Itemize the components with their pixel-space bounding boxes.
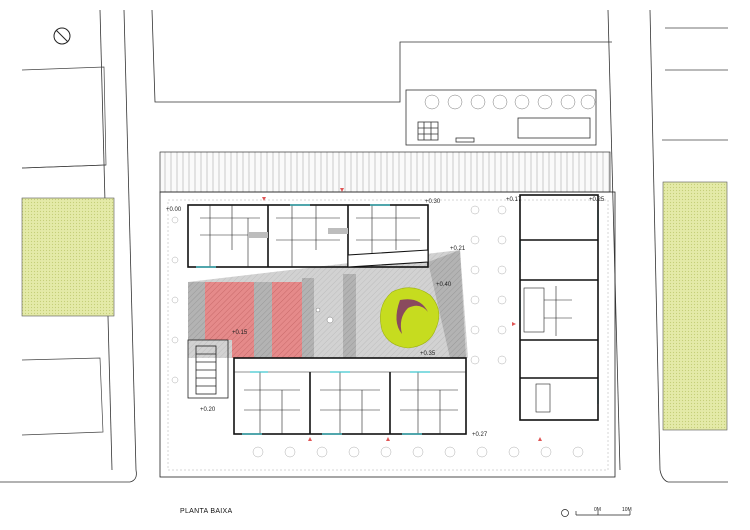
level-label: +0.40 <box>436 282 452 288</box>
right-green-area <box>662 181 728 431</box>
paved-strip <box>159 151 611 193</box>
level-label: +0.25 <box>589 197 605 203</box>
left-neighbour-blocks <box>21 66 107 436</box>
scale-label-end: 10M <box>622 507 632 513</box>
inner-sidewalk <box>167 199 609 471</box>
scale-bar <box>561 509 631 517</box>
tree-canopy-icon <box>380 287 440 349</box>
level-label: +0.15 <box>232 330 248 336</box>
west-stair <box>187 339 229 399</box>
right-street <box>607 9 728 483</box>
scale-label-start: 0M <box>594 507 601 513</box>
east-building <box>519 194 599 421</box>
left-green-area <box>21 197 115 317</box>
drawing-title: PLANTA BAIXA <box>180 508 233 515</box>
east-building-interior <box>523 286 572 413</box>
street-tree-row <box>171 205 584 458</box>
level-label: +0.30 <box>425 199 441 205</box>
entrance-marker-icon <box>262 188 542 441</box>
south-block-interior <box>234 371 466 434</box>
site-boundary <box>159 191 616 478</box>
south-housing-block <box>233 357 467 435</box>
north-block-interior <box>200 205 420 267</box>
level-label: +0.35 <box>420 351 436 357</box>
level-label: +0.21 <box>450 246 466 252</box>
north-block-connector <box>347 249 429 268</box>
north-existing-building <box>151 9 612 146</box>
level-label: +0.27 <box>472 432 488 438</box>
north-arrow-icon <box>53 27 71 45</box>
level-label: +0.00 <box>166 207 182 213</box>
level-label: +0.17 <box>506 197 522 203</box>
right-neighbour-blocks <box>662 27 728 141</box>
tree-row <box>424 94 596 110</box>
level-label: +0.20 <box>200 407 216 413</box>
